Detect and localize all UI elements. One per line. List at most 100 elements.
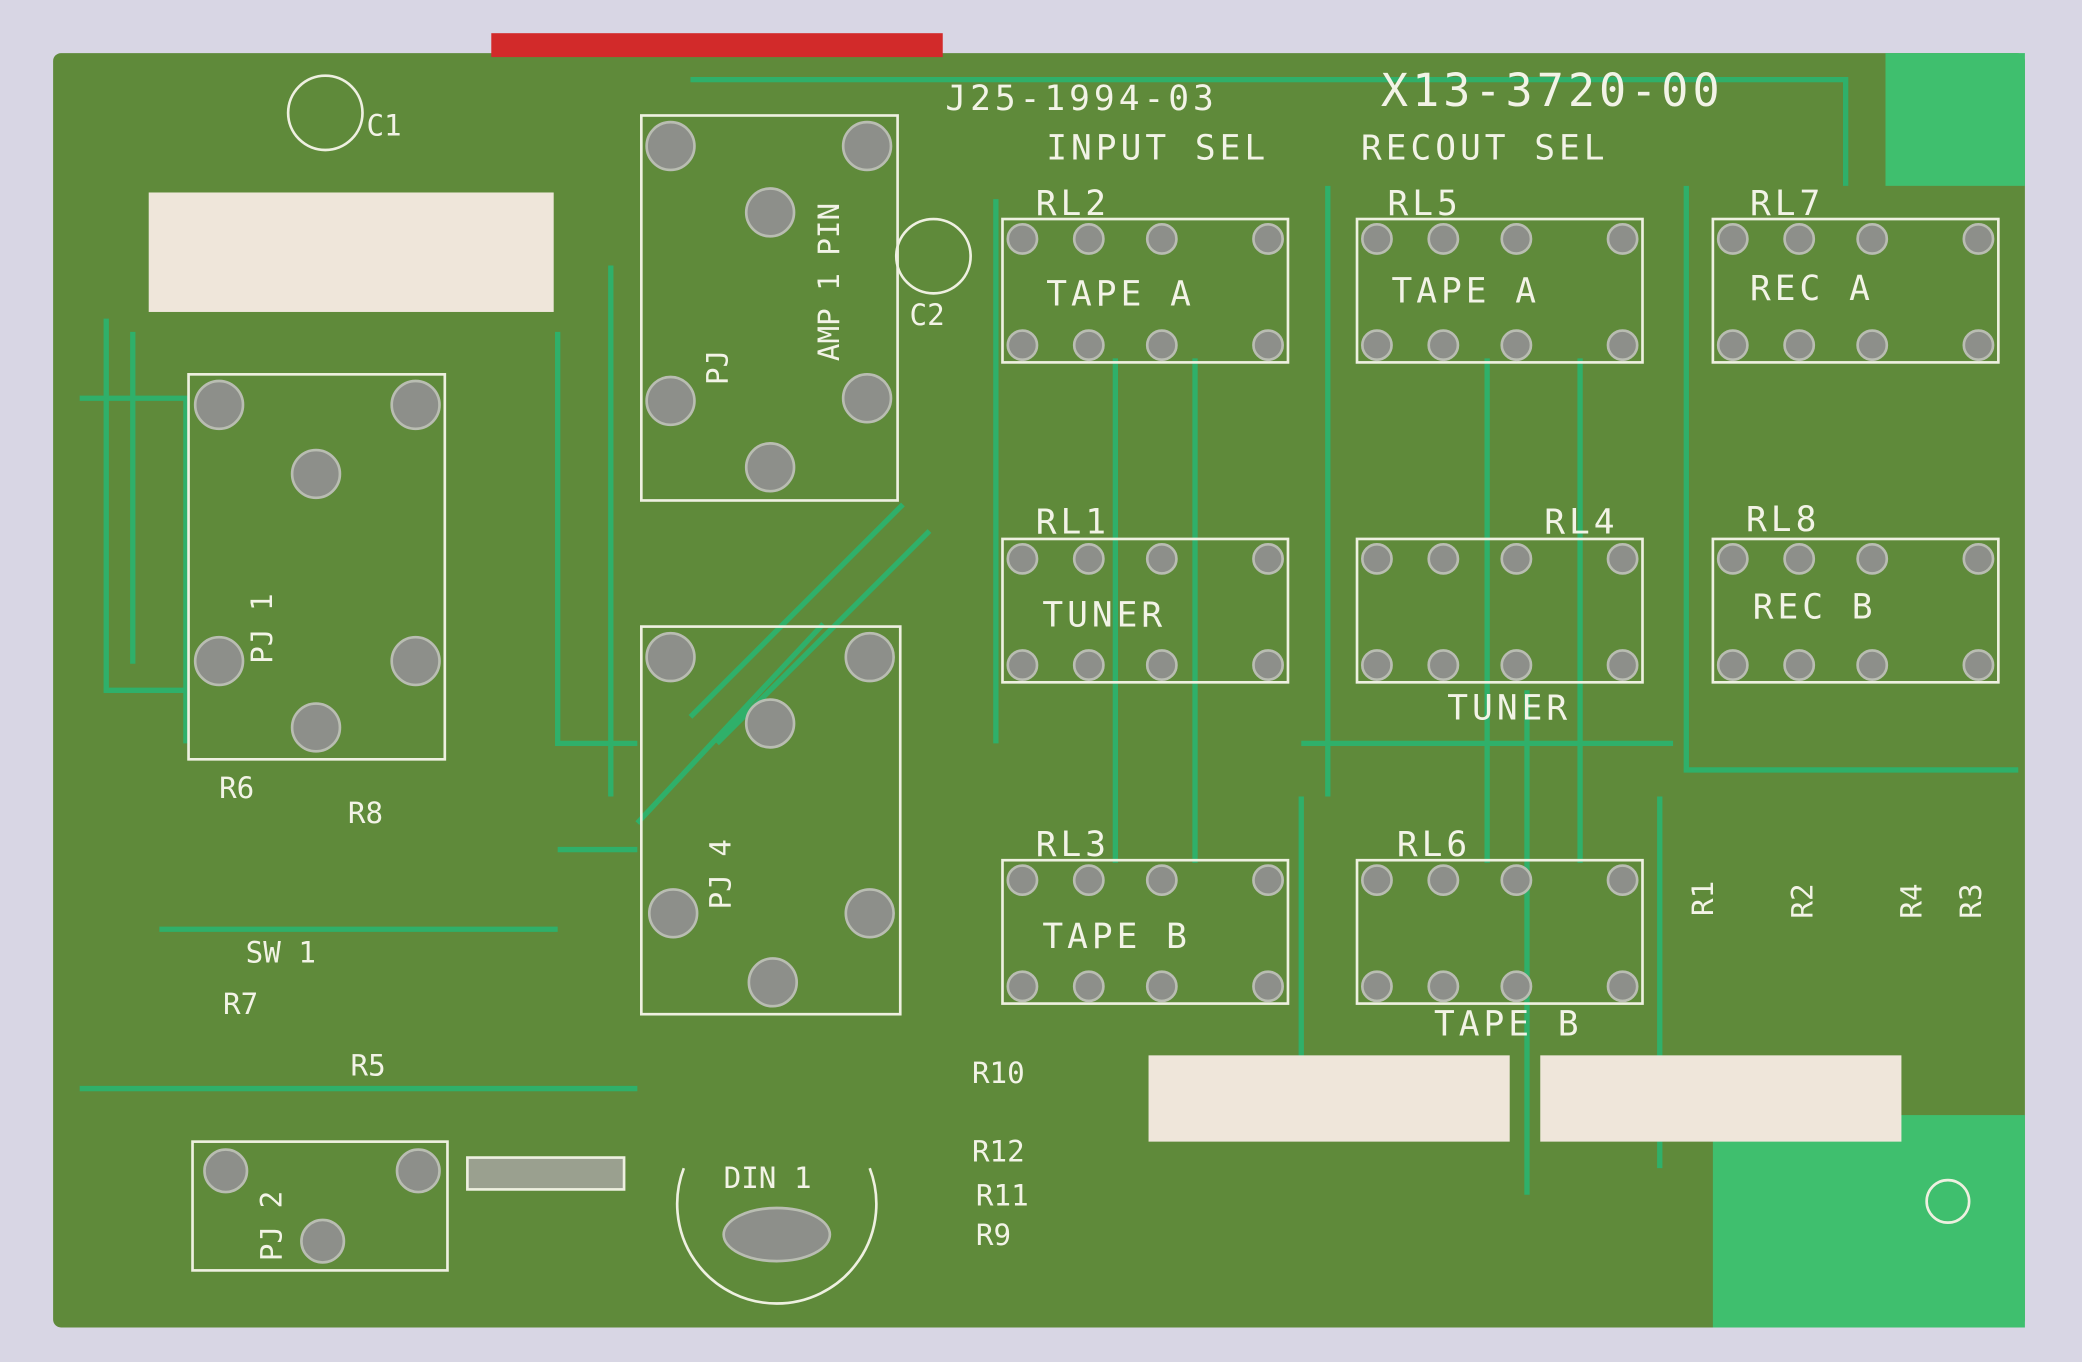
red-cable [491,33,943,58]
relay-pad [1072,329,1105,362]
c1-label: C1 [366,108,401,142]
relay-pad [1072,649,1105,681]
relay-pad [1427,649,1460,681]
r3-label: R3 [1954,883,1988,918]
input-sel-label: INPUT SEL [1046,128,1269,168]
relay-pad [1500,649,1533,681]
connector-bottom-right [1540,1055,1902,1142]
relay-pad [1145,542,1178,575]
relay-pad [1006,223,1039,255]
relay-pad [1606,329,1639,362]
relay-label: TAPE B [1042,917,1191,957]
relay-pad [1716,329,1749,362]
relay-pad [1962,542,1995,575]
pj4-label: PJ 4 [703,839,737,909]
r8-label: R8 [348,796,383,830]
relay-pad [1783,542,1816,575]
relay-label: REC A [1750,269,1874,309]
relay-pad [1072,864,1105,897]
relay-pad [1427,329,1460,362]
board-number: X13-3720-00 [1381,64,1724,117]
part-number: J25-1994-03 [945,79,1217,119]
relay-pad [1856,329,1889,362]
relay-pad [1361,542,1393,575]
relay-ref: RL8 [1746,500,1820,540]
relay-pad [1252,223,1284,255]
mounting-hole [1925,1178,1971,1224]
solder-pads [193,120,895,1264]
relay-pad [1856,542,1889,575]
bare-area [1885,53,2025,186]
r1-label: R1 [1686,881,1720,916]
relay-pad [1427,223,1460,255]
slot [466,1156,626,1191]
relay-pad [1072,542,1105,575]
relay-pad [1361,864,1393,897]
relay-label: TAPE A [1392,272,1541,312]
relay-pad [1361,329,1393,362]
relay-pad [1606,542,1639,575]
silkscreen-text: J25-1994-03 X13-3720-00 INPUT SEL RECOUT… [219,64,1988,1261]
relay-ref: RL2 [1036,184,1110,224]
r7-label: R7 [223,987,258,1021]
relay-pad [1962,649,1995,681]
pj-label: PJ [701,350,735,385]
relay-pad [1072,970,1105,1003]
relay-pad [1783,649,1816,681]
din1-label: DIN 1 [724,1161,812,1195]
relay-pad [1252,329,1284,362]
relay-pad [1252,542,1284,575]
r5-label: R5 [351,1048,386,1082]
relay-pad [1716,223,1749,255]
relay-pad [1006,542,1039,575]
pcb-board [53,53,2025,1328]
relay-label: TAPE A [1046,274,1195,314]
relay-pad [1427,542,1460,575]
relay-ref: RL6 [1397,825,1471,865]
relay-pad [1500,970,1533,1003]
relay-pad [1006,864,1039,897]
relay-pad [1783,223,1816,255]
relay-ref: RL1 [1036,503,1110,543]
relay-pad [1145,329,1178,362]
relay-pad [1962,329,1995,362]
relay-label: TAPE B [1434,1004,1583,1044]
relay-pad [1962,223,1995,255]
amp-pin-label: AMP 1 PIN [812,203,846,361]
recout-sel-label: RECOUT SEL [1361,128,1609,168]
connector-bottom-mid [1148,1055,1510,1142]
relay-ref: RL4 [1544,503,1618,543]
connectors [148,192,1902,1191]
relay-label: REC B [1753,588,1877,628]
relay-pad [1361,649,1393,681]
silkscreen-boxes [187,74,2000,1305]
relay-pad [1361,970,1393,1003]
pj1-label: PJ 1 [245,593,279,663]
relay-ref: RL3 [1036,825,1110,865]
relay-pad [1145,864,1178,897]
relay-pad [1856,223,1889,255]
relay-pad [1606,649,1639,681]
relay-pad [1500,542,1533,575]
relay-pad [1500,223,1533,255]
relay-pad [1361,223,1393,255]
relay-pads [1006,223,1995,1003]
relay-pad [1606,970,1639,1003]
relay-pad [1006,970,1039,1003]
relay-pad [1427,970,1460,1003]
r6-label: R6 [219,771,254,805]
r9-label: R9 [976,1218,1011,1252]
relay-pad [1783,329,1816,362]
r10-label: R10 [972,1056,1025,1090]
relay-pad [1606,223,1639,255]
r2-label: R2 [1785,883,1819,918]
relay-pad [1716,542,1749,575]
relay-pad [1145,970,1178,1003]
relay-label: TUNER [1447,689,1571,729]
pj2-label: PJ 2 [254,1191,288,1261]
relay-pad [1252,864,1284,897]
relay-pad [1252,649,1284,681]
relay-pad [1606,864,1639,897]
relay-pad [1006,329,1039,362]
